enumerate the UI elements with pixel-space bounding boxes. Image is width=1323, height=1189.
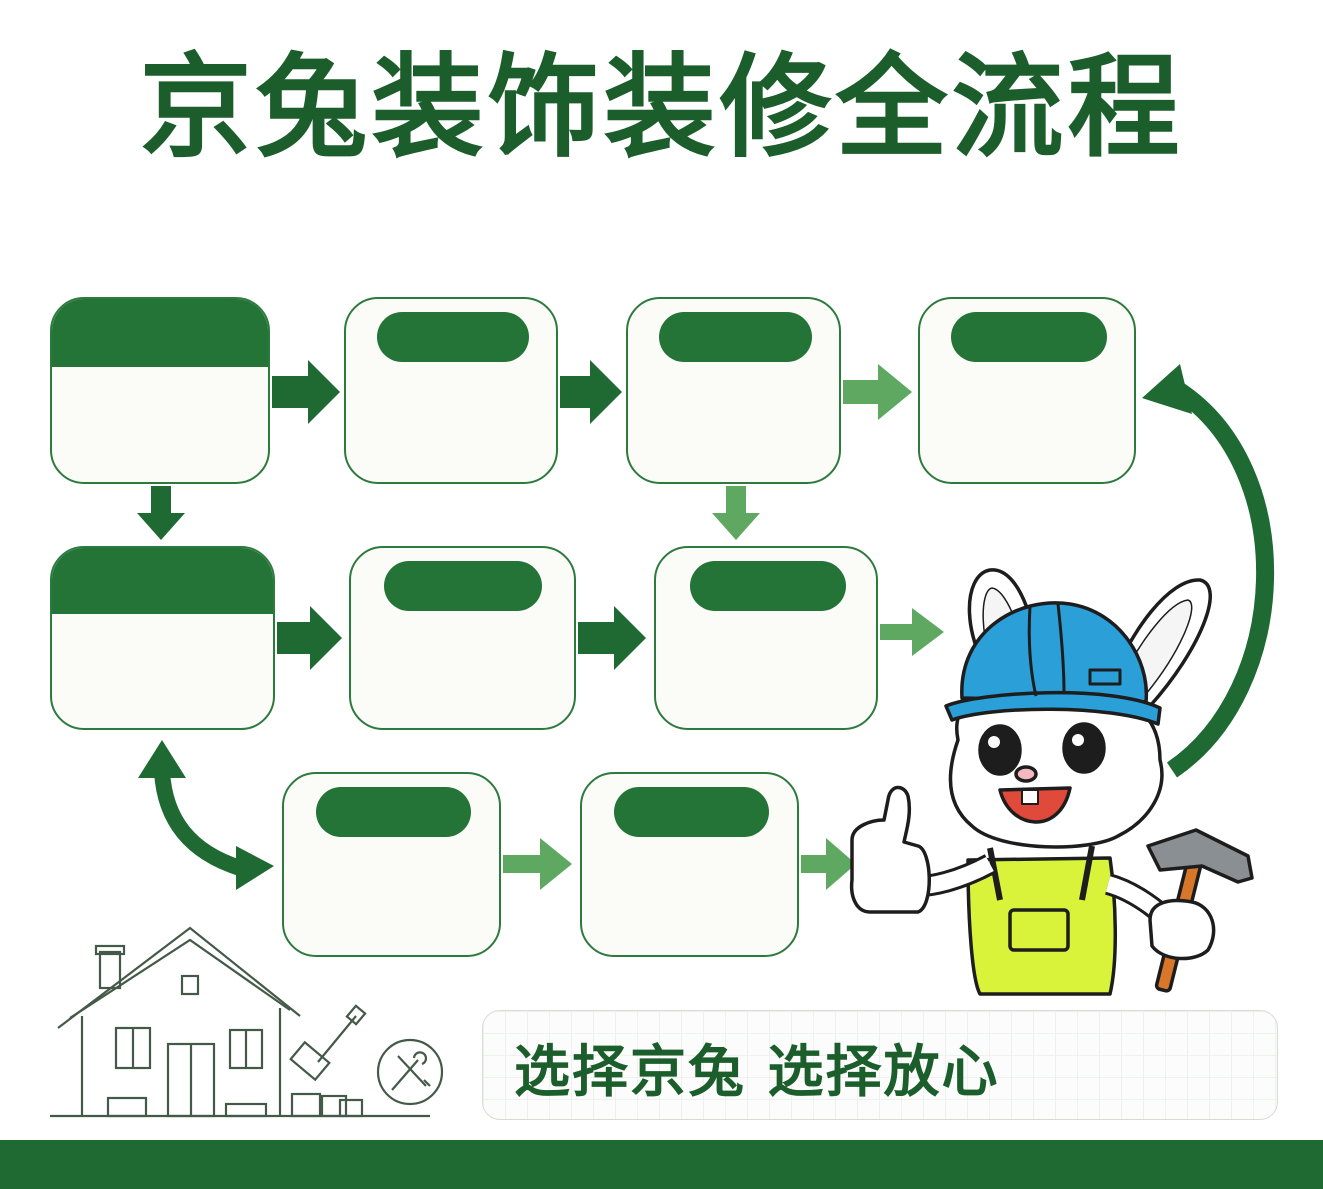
footer-bar: [0, 1140, 1323, 1189]
arrow-8-9: [503, 838, 572, 890]
arrow-2-3: [560, 360, 622, 424]
arrow-1-2: [272, 360, 340, 424]
step-card-5: [50, 546, 275, 730]
step-card-5-header: [52, 548, 273, 614]
step-card-3: [626, 297, 841, 484]
step-card-6: [349, 546, 576, 730]
hammer-icon: [289, 1004, 367, 1118]
arrow-3-7: [712, 486, 760, 540]
arrow-7-mascot: [880, 608, 944, 656]
step-card-9: [580, 772, 799, 957]
arrow-3-4: [843, 364, 912, 420]
rabbit-mascot-icon: [849, 568, 1254, 996]
step-card-4-label: [951, 312, 1107, 362]
step-card-3-label: [659, 312, 812, 362]
step-card-1: [50, 297, 270, 484]
slogan-banner: [482, 1010, 1278, 1120]
step-card-7: [654, 546, 878, 730]
arrow-9-out: [801, 838, 856, 890]
curved-arrow-5-8: [154, 771, 243, 876]
house-icon: [50, 926, 430, 1118]
step-card-8: [282, 772, 501, 957]
arrow-1-5: [137, 486, 185, 540]
step-card-1-header: [52, 299, 268, 367]
arrow-6-7: [578, 606, 646, 670]
step-card-2: [344, 297, 558, 484]
step-card-6-label: [384, 561, 542, 611]
return-arc-arrow: [1166, 382, 1275, 778]
slogan-text: 选择京兔 选择放心: [514, 1040, 1000, 1105]
step-card-2-label: [377, 312, 529, 362]
page-title: 京兔装饰装修全流程: [139, 43, 1184, 173]
step-card-8-label: [316, 787, 471, 837]
arrow-5-6: [277, 606, 342, 670]
step-card-9-label: [614, 787, 769, 837]
tools-circle-icon: [376, 1038, 444, 1106]
step-card-7-label: [690, 561, 846, 611]
step-card-4: [918, 297, 1136, 484]
